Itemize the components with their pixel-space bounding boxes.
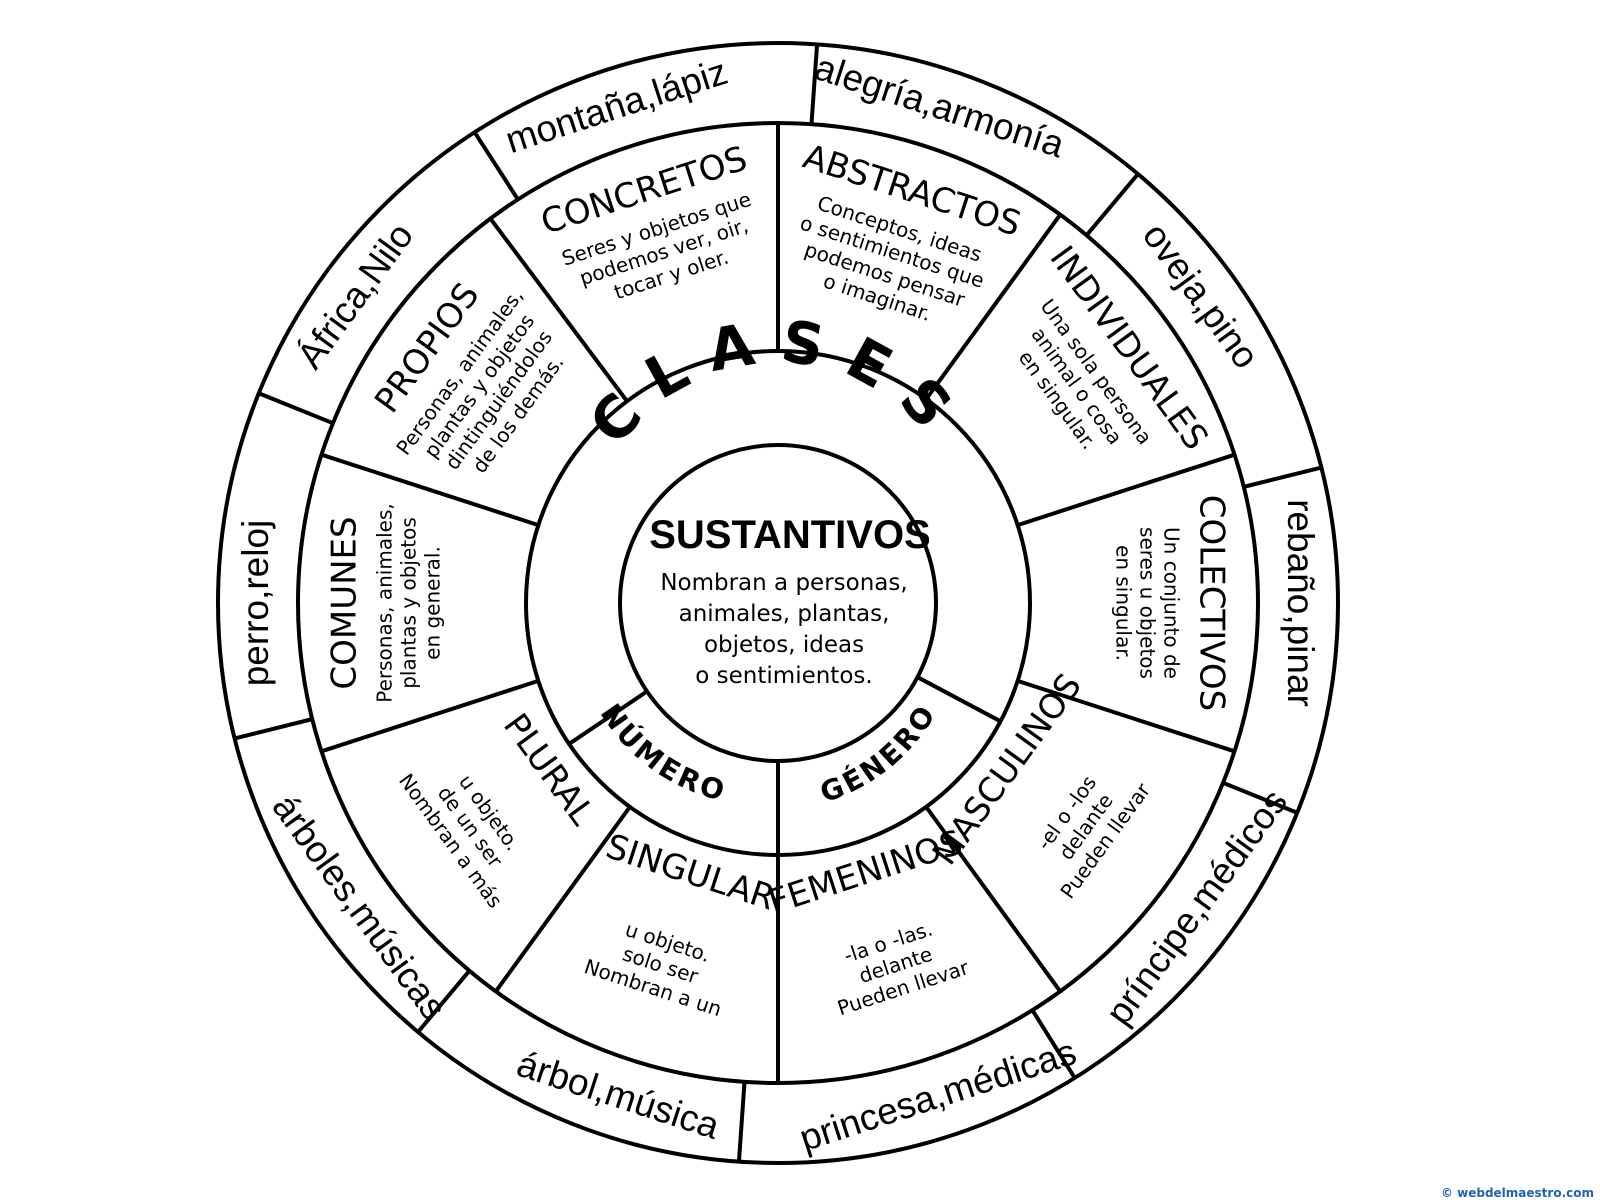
description-colectivos: seres u objetos [1136,527,1160,679]
middle-divider [488,217,629,403]
outer-divider [1243,465,1322,489]
outer-divider [1222,780,1298,815]
outer-divider [234,717,313,741]
category-colectivos: COLECTIVOS [1192,495,1232,711]
outer-divider [809,44,820,125]
example-singular: árbol,música [512,1043,725,1147]
genero-title: GÉNERO [816,698,944,810]
example-comunes: perro,reloj [235,520,276,687]
center-title: SUSTANTIVOS [649,513,931,557]
center-description-line: animales, plantas, [679,601,890,627]
outer-divider [472,131,520,201]
outer-ring [216,41,1340,1165]
middle-divider [320,452,539,528]
outer-divider [1085,172,1140,237]
description-comunes: plantas y objetos [397,517,421,689]
segment-comunes: perro,reloj COMUNES Personas, animales,pla… [235,503,445,702]
description-comunes: en general. [421,546,445,660]
center-description-line: objetos, ideas [704,632,864,658]
example-colectivos: rebaño,pinar [1280,499,1321,707]
outer-divider [736,1081,747,1162]
description-comunes: Personas, animales, [373,503,397,702]
description-colectivos: en singular. [1112,545,1136,661]
example-abstractos: alegría,armonía [810,46,1070,165]
numero-title: NÚMERO [594,698,731,809]
center-description-line: o sentimientos. [695,663,872,689]
inner-divider [567,689,649,746]
inner-divider [916,675,1002,724]
middle-divider [924,805,1062,993]
outer-divider [258,391,334,426]
middle-divider [924,213,1062,401]
center-description-line: Nombran a personas, [660,570,907,596]
outer-divider [1030,1009,1077,1079]
category-comunes: COMUNES [325,516,365,689]
watermark: © webdelmaestro.com [1440,1186,1594,1200]
category-plural: PLURAL [495,706,602,832]
middle-divider [1017,452,1236,528]
center-description: Nombran a personas, animales, plantas, obj… [660,570,907,689]
segment-colectivos: rebaño,pinar COLECTIVOS Un conjunto desere… [1112,495,1322,711]
middle-divider [320,678,539,754]
middle-divider [494,805,632,993]
outer-divider [416,969,471,1034]
segment-dividers [234,44,1322,1162]
description-colectivos: Un conjunto de [1160,527,1184,679]
middle-divider [1017,678,1236,754]
